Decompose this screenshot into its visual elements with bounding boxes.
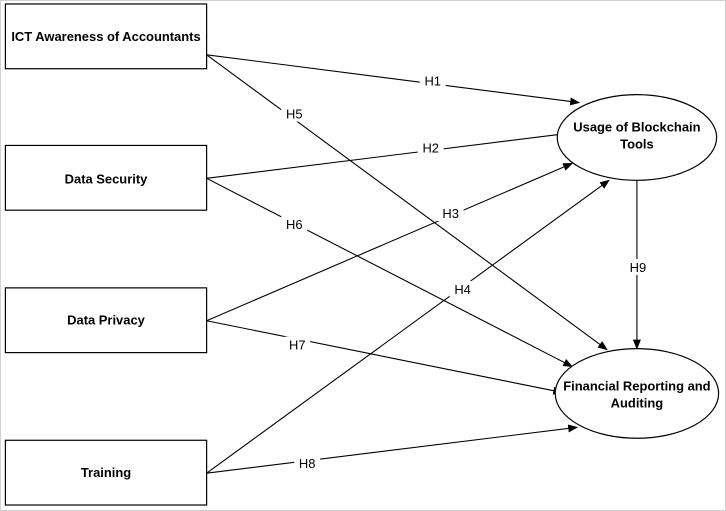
node-data-privacy: Data Privacy <box>4 287 208 354</box>
edge-h6 <box>206 177 574 368</box>
edge-label-h6: H6 <box>286 217 303 232</box>
node-ict-awareness-label: ICT Awareness of Accountants <box>11 29 200 44</box>
edge-labels-layer: H1 H2 H3 H4 H5 H6 H7 H8 H9 <box>281 72 651 471</box>
node-usage-of-blockchain-tools-label-line1: Usage of Blockchain <box>573 119 700 134</box>
node-financial-reporting-and-auditing-label-line1: Financial Reporting and <box>563 378 710 393</box>
node-training-label: Training <box>81 465 131 480</box>
edge-h8 <box>206 424 579 474</box>
node-usage-of-blockchain-tools-label-line2: Tools <box>620 136 654 151</box>
edge-label-h3: H3 <box>442 206 459 221</box>
edge-h7 <box>206 320 564 395</box>
edge-label-h8: H8 <box>299 456 316 471</box>
node-financial-reporting-and-auditing: Financial Reporting and Auditing <box>554 348 720 439</box>
node-financial-reporting-and-auditing-label-line2: Auditing <box>611 395 664 410</box>
edge-h2 <box>206 130 569 179</box>
node-ict-awareness: ICT Awareness of Accountants <box>4 3 208 70</box>
node-data-security-label: Data Security <box>65 171 148 186</box>
node-data-privacy-label: Data Privacy <box>67 313 145 328</box>
edge-label-h5: H5 <box>286 107 303 122</box>
node-data-security: Data Security <box>4 144 208 211</box>
edges-layer <box>206 54 641 474</box>
edge-h3 <box>206 162 574 322</box>
node-usage-of-blockchain-tools: Usage of Blockchain Tools <box>556 94 718 181</box>
edge-label-h1: H1 <box>424 74 441 89</box>
edge-label-h9: H9 <box>630 260 647 275</box>
edge-h5 <box>206 54 608 351</box>
edge-h4 <box>206 179 610 474</box>
edge-label-h4: H4 <box>454 282 471 297</box>
node-training: Training <box>4 439 208 506</box>
edge-label-h7: H7 <box>289 338 306 353</box>
edge-h1 <box>206 54 581 106</box>
edge-label-h2: H2 <box>422 140 439 155</box>
